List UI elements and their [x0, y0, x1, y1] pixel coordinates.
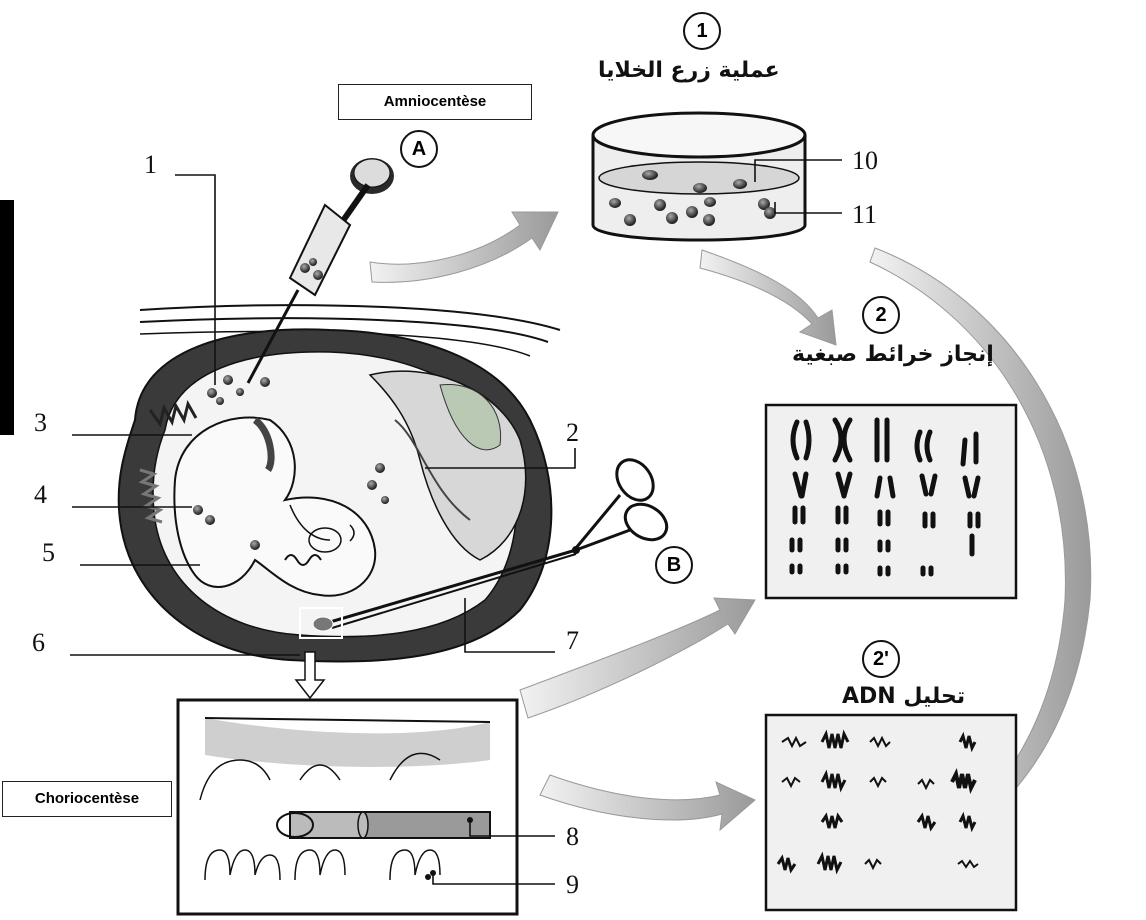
step1-marker: 1 [683, 12, 721, 50]
label-8: 8 [566, 822, 579, 852]
marker-a: A [400, 130, 438, 168]
label-6: 6 [32, 628, 45, 658]
petri-dish [593, 113, 805, 240]
step2-text: إنجاز خرائط صبغية [792, 342, 994, 367]
choriocentese-label: Choriocentèse [2, 781, 172, 817]
chorion-inset [178, 700, 517, 914]
label-9: 9 [566, 870, 579, 900]
karyotype-panel [766, 405, 1016, 598]
label-1: 1 [144, 150, 157, 180]
amniocentese-label: Amniocentèse [338, 84, 532, 120]
label-3: 3 [34, 408, 47, 438]
left-edge-bar [0, 200, 14, 435]
label-2: 2 [566, 418, 579, 448]
label-7: 7 [566, 626, 579, 656]
uterus-illustration [119, 158, 673, 698]
marker-b: B [655, 546, 693, 584]
step1-text: عملية زرع الخلايا [598, 58, 780, 83]
label-5: 5 [42, 538, 55, 568]
step2p-marker: 2' [862, 640, 900, 678]
step2p-text: تحليل ADN [842, 684, 965, 709]
dna-gel-panel [766, 715, 1016, 910]
step2-marker: 2 [862, 296, 900, 334]
label-10: 10 [852, 146, 878, 176]
label-11: 11 [852, 200, 877, 230]
label-4: 4 [34, 480, 47, 510]
